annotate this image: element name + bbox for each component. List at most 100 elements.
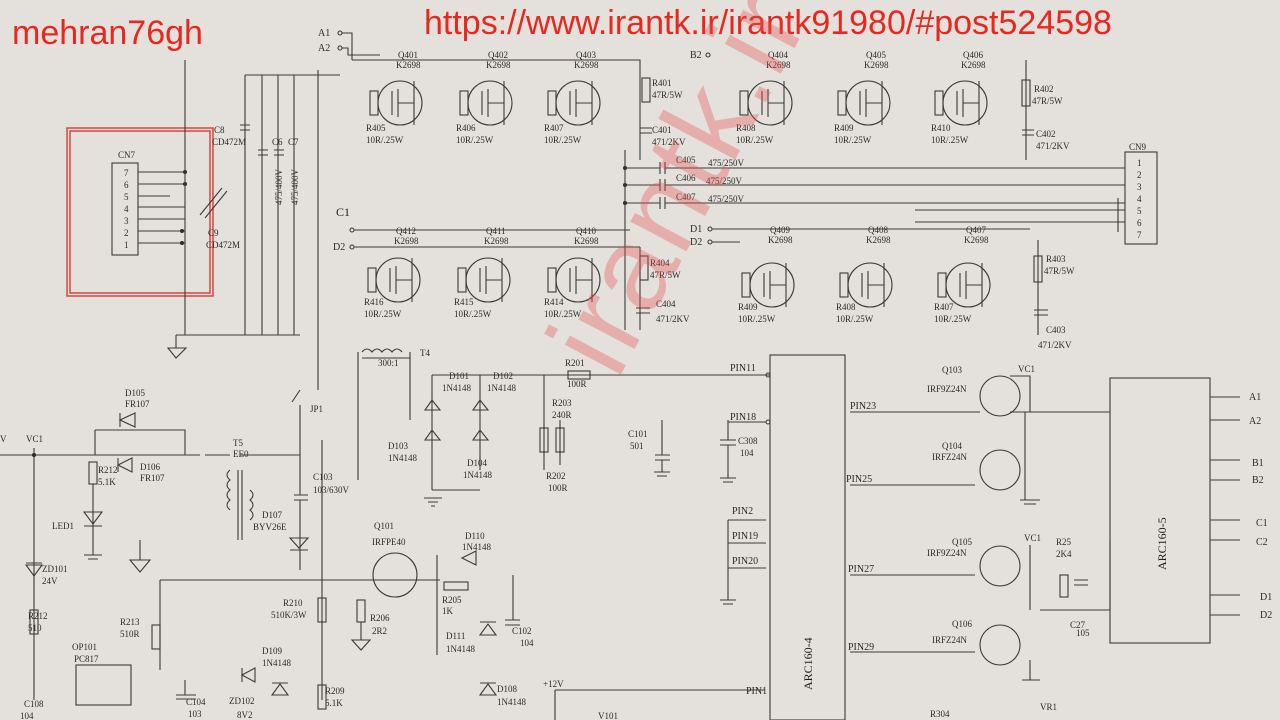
svg-text:Q105: Q105 xyxy=(952,537,972,547)
svg-text:1N4148: 1N4148 xyxy=(487,383,516,393)
flyback-section: V VC1 D105 FR107 D106 FR107 R212 5.1K LE… xyxy=(0,388,1057,720)
svg-text:K2698: K2698 xyxy=(866,235,891,245)
svg-text:24V: 24V xyxy=(42,576,58,586)
svg-text:1N4148: 1N4148 xyxy=(463,470,492,480)
svg-text:K2698: K2698 xyxy=(766,60,791,70)
svg-text:10R/.25W: 10R/.25W xyxy=(934,314,972,324)
svg-text:D106: D106 xyxy=(140,462,160,472)
watermark-url[interactable]: https://www.irantk.ir/irantk91980/#post5… xyxy=(424,4,1112,42)
svg-text:Q101: Q101 xyxy=(374,521,394,531)
svg-text:Q403: Q403 xyxy=(576,50,596,60)
mosfet-bank-mid-left: Q412K2698R41610R/.25WQ411K2698R41510R/.2… xyxy=(364,226,601,319)
svg-text:10R/.25W: 10R/.25W xyxy=(456,135,494,145)
svg-text:VC1: VC1 xyxy=(1018,364,1035,374)
svg-text:K2698: K2698 xyxy=(961,60,986,70)
svg-text:R403: R403 xyxy=(1046,254,1066,264)
svg-text:C406: C406 xyxy=(676,173,696,183)
snubber-r403-c403: R403 47R/5W C403 471/2KV xyxy=(1033,240,1075,350)
svg-text:R209: R209 xyxy=(325,686,345,696)
svg-text:R402: R402 xyxy=(1034,84,1054,94)
svg-text:BYV26E: BYV26E xyxy=(253,522,287,532)
svg-text:7: 7 xyxy=(124,168,129,178)
svg-text:471/2KV: 471/2KV xyxy=(1038,340,1072,350)
svg-text:C27: C27 xyxy=(1070,620,1086,630)
svg-text:510R: 510R xyxy=(120,629,140,639)
svg-text:Q411: Q411 xyxy=(486,226,506,236)
svg-text:LED1: LED1 xyxy=(52,521,74,531)
input-capacitors: C8 CD472M C9 CD472M C6 C7 475/400V 475/4… xyxy=(166,60,340,390)
svg-text:10R/.25W: 10R/.25W xyxy=(738,314,776,324)
svg-text:104: 104 xyxy=(740,448,754,458)
svg-text:100R: 100R xyxy=(567,379,587,389)
svg-text:471/2KV: 471/2KV xyxy=(1036,141,1070,151)
svg-text:475/250V: 475/250V xyxy=(706,176,743,186)
svg-text:R409: R409 xyxy=(834,123,854,133)
svg-text:PIN27: PIN27 xyxy=(848,564,874,575)
svg-text:1N4148: 1N4148 xyxy=(446,644,475,654)
svg-text:CD472M: CD472M xyxy=(206,240,240,250)
svg-text:D111: D111 xyxy=(446,631,465,641)
svg-text:R416: R416 xyxy=(364,297,384,307)
svg-text:C2: C2 xyxy=(1256,537,1268,548)
rails-a: A1 A2 xyxy=(318,28,641,160)
svg-text:R201: R201 xyxy=(565,358,585,368)
svg-text:5.1K: 5.1K xyxy=(98,477,116,487)
svg-text:Q404: Q404 xyxy=(768,50,788,60)
svg-text:PC817: PC817 xyxy=(74,654,99,664)
svg-text:PIN19: PIN19 xyxy=(732,531,758,542)
svg-text:R210: R210 xyxy=(283,598,303,608)
svg-text:B1: B1 xyxy=(1252,458,1264,469)
diode-bridge: D101 1N4148 D102 1N4148 D103 1N4148 D104… xyxy=(388,371,770,507)
svg-text:Q405: Q405 xyxy=(866,50,886,60)
svg-text:47R/5W: 47R/5W xyxy=(650,270,681,280)
svg-text:Q412: Q412 xyxy=(396,226,416,236)
svg-text:4: 4 xyxy=(124,204,129,214)
svg-text:105: 105 xyxy=(1076,628,1090,638)
svg-text:D108: D108 xyxy=(497,684,517,694)
svg-text:475/400V: 475/400V xyxy=(274,168,284,205)
svg-text:D110: D110 xyxy=(465,531,485,541)
cn7-connector: CN7 7 6 5 4 3 2 1 xyxy=(66,127,214,297)
svg-text:A2: A2 xyxy=(1249,416,1261,427)
svg-text:Q410: Q410 xyxy=(576,226,596,236)
cn7-label: CN7 xyxy=(118,150,136,160)
svg-text:ZD101: ZD101 xyxy=(42,564,68,574)
svg-text:ZD102: ZD102 xyxy=(229,696,255,706)
svg-text:1N4148: 1N4148 xyxy=(388,453,417,463)
svg-text:1: 1 xyxy=(1137,158,1142,168)
svg-text:D109: D109 xyxy=(262,646,282,656)
svg-text:R408: R408 xyxy=(836,302,856,312)
svg-text:6: 6 xyxy=(1137,218,1142,228)
svg-text:T5: T5 xyxy=(233,438,243,448)
svg-text:C9: C9 xyxy=(208,228,219,238)
svg-text:PIN20: PIN20 xyxy=(732,556,758,567)
watermark-username: mehran76gh xyxy=(12,14,203,52)
svg-text:R304: R304 xyxy=(930,709,950,719)
svg-text:A1: A1 xyxy=(318,28,330,39)
svg-text:R202: R202 xyxy=(546,471,566,481)
svg-text:K2698: K2698 xyxy=(574,60,599,70)
svg-text:D104: D104 xyxy=(467,458,487,468)
svg-text:K2698: K2698 xyxy=(396,60,421,70)
svg-text:R25: R25 xyxy=(1056,537,1072,547)
svg-text:2K4: 2K4 xyxy=(1056,549,1072,559)
svg-text:5: 5 xyxy=(1137,206,1142,216)
rail-c1: C1 xyxy=(336,205,350,219)
svg-text:2: 2 xyxy=(1137,170,1142,180)
svg-text:R408: R408 xyxy=(736,123,756,133)
svg-text:T4: T4 xyxy=(420,348,430,358)
svg-text:Q401: Q401 xyxy=(398,50,418,60)
svg-text:EE0: EE0 xyxy=(233,449,249,459)
svg-text:R410: R410 xyxy=(931,123,951,133)
rail-d2: D2 xyxy=(333,242,345,253)
svg-text:K2698: K2698 xyxy=(484,236,509,246)
svg-text:D2: D2 xyxy=(1260,610,1272,621)
svg-text:A1: A1 xyxy=(1249,392,1261,403)
svg-text:7: 7 xyxy=(1137,230,1142,240)
svg-text:IRFPE40: IRFPE40 xyxy=(372,537,406,547)
svg-text:R405: R405 xyxy=(366,123,386,133)
svg-text:C104: C104 xyxy=(186,697,206,707)
